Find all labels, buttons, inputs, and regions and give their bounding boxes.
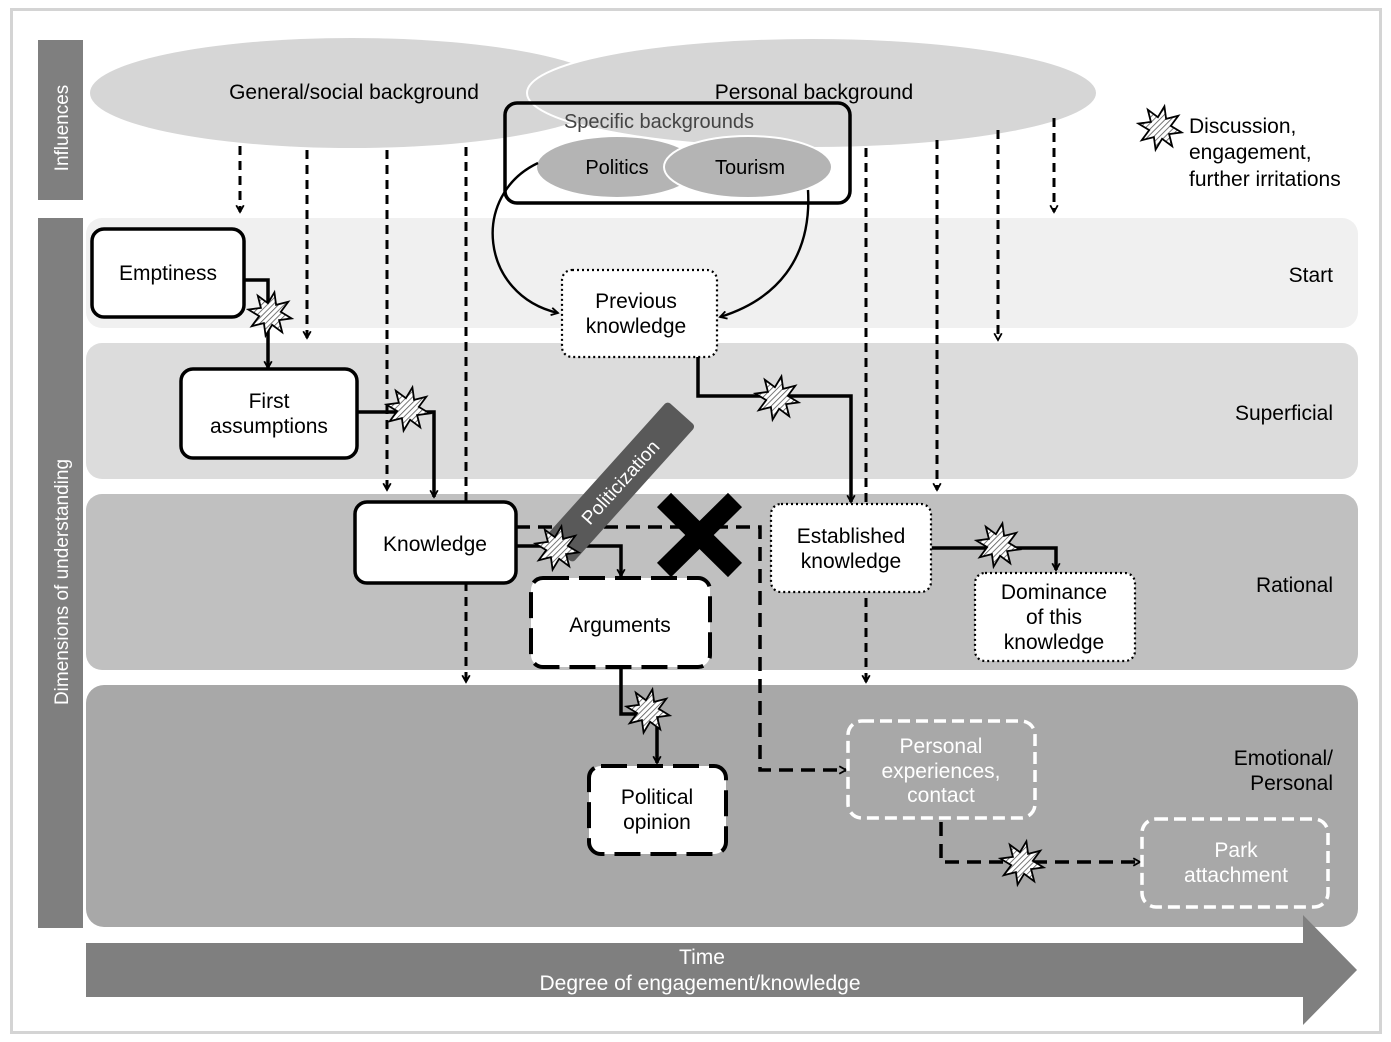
- political-opinion-label-1: Political: [621, 786, 693, 809]
- legend-starburst-icon: [1135, 103, 1185, 153]
- park-attachment-label-2: attachment: [1184, 864, 1288, 887]
- established-knowledge-label-2: knowledge: [801, 550, 901, 573]
- politics-label: Politics: [585, 157, 648, 179]
- knowledge-box: [353, 500, 518, 585]
- politics-curve-arrow: [491, 161, 558, 313]
- band-label-rational: Rational: [1256, 574, 1333, 597]
- band-start: [86, 218, 1358, 328]
- legend-line-2: engagement,: [1189, 141, 1312, 164]
- first-assumptions-label-2: assumptions: [210, 415, 328, 438]
- established-knowledge-label-1: Established: [797, 525, 906, 548]
- starburst-icon: [973, 520, 1023, 570]
- tourism-curve-arrow: [720, 189, 810, 317]
- general-background-ellipse: [90, 38, 614, 148]
- previous-knowledge-box: [560, 268, 719, 359]
- band-superficial: [86, 343, 1358, 479]
- personal-experiences-label-3: contact: [907, 784, 975, 807]
- starburst-icon: [245, 289, 295, 339]
- band-label-emotional-2: Personal: [1250, 772, 1333, 795]
- starburst-icon: [997, 838, 1047, 888]
- band-label-superficial: Superficial: [1235, 402, 1333, 425]
- dominance-label-2: of this: [1026, 606, 1082, 629]
- knowledge-label: Knowledge: [383, 533, 487, 556]
- emptiness-label: Emptiness: [119, 262, 217, 285]
- political-opinion-label-2: opinion: [623, 811, 691, 834]
- personal-experiences-label-2: experiences,: [881, 760, 1000, 783]
- arguments-box: [529, 576, 712, 669]
- starburst-icon: [383, 384, 433, 434]
- axis-label-1: Time: [679, 946, 725, 969]
- personal-experiences-box: [846, 719, 1037, 820]
- starburst-icon: [623, 686, 673, 736]
- tourism-label: Tourism: [715, 157, 785, 179]
- personal-experiences-label-1: Personal: [900, 735, 983, 758]
- emptiness-box: [90, 227, 246, 319]
- first-assumptions-label-1: First: [249, 390, 290, 413]
- dominance-label-3: knowledge: [1004, 631, 1104, 654]
- specific-backgrounds-box: [503, 101, 852, 205]
- influence-arrows: [240, 118, 1054, 682]
- politics-ellipse: [537, 137, 697, 197]
- starburst-icon: [752, 373, 802, 423]
- general-background-label: General/social background: [229, 81, 479, 104]
- specific-backgrounds-label: Specific backgrounds: [564, 111, 754, 133]
- band-label-emotional-1: Emotional/: [1234, 747, 1333, 770]
- dimensions-label: Dimensions of understanding: [52, 459, 73, 705]
- band-label-start: Start: [1289, 264, 1334, 287]
- influences-label: Influences: [52, 85, 73, 172]
- dashed-flow-arrows: [516, 525, 1140, 862]
- blocked-x-icon: [656, 492, 743, 578]
- tourism-ellipse: [663, 135, 833, 199]
- axis-label-2: Degree of engagement/knowledge: [539, 972, 860, 995]
- park-attachment-label-1: Park: [1214, 839, 1258, 862]
- legend-line-1: Discussion,: [1189, 115, 1296, 138]
- starburst-icon: [532, 523, 582, 573]
- established-knowledge-box: [769, 502, 933, 594]
- dominance-box: [973, 571, 1137, 663]
- first-assumptions-box: [179, 367, 359, 460]
- personal-background-label: Personal background: [715, 81, 913, 104]
- political-opinion-box: [587, 764, 728, 856]
- legend-line-3: further irritations: [1189, 168, 1341, 191]
- previous-knowledge-label-1: Previous: [595, 290, 677, 313]
- dominance-label-1: Dominance: [1001, 581, 1107, 604]
- starbursts: [245, 103, 1185, 888]
- arguments-label: Arguments: [569, 614, 671, 637]
- time-axis-arrow: [86, 915, 1357, 1025]
- influences-bar: [38, 40, 83, 200]
- previous-knowledge-label-2: knowledge: [586, 315, 686, 338]
- park-attachment-box: [1140, 817, 1330, 909]
- dimensions-bar: [38, 218, 83, 928]
